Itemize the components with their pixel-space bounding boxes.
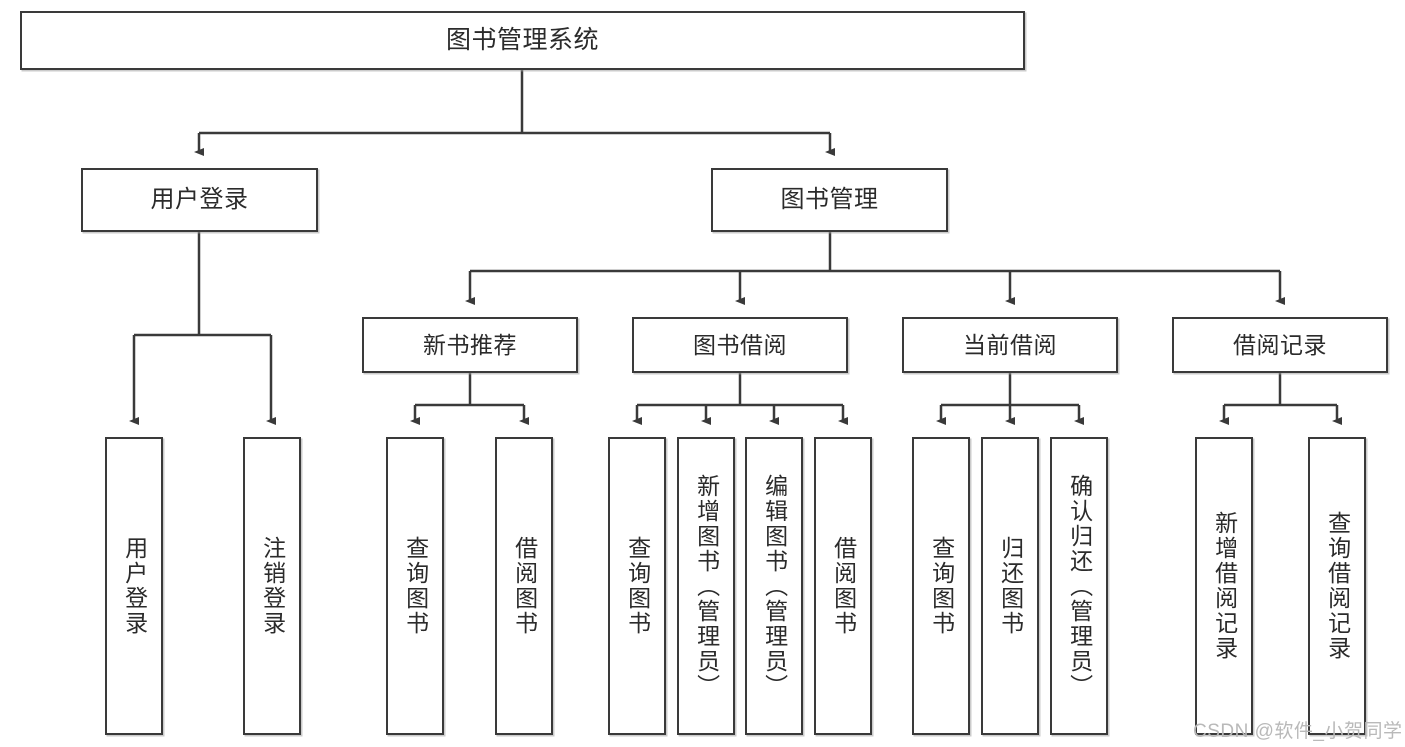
node-borrow-record[interactable]: 借阅记录 bbox=[1172, 317, 1388, 373]
leaf-confirm-return-admin[interactable]: 确认归还（管理员） bbox=[1050, 437, 1108, 735]
node-book-borrow[interactable]: 图书借阅 bbox=[632, 317, 848, 373]
node-label: 确认归还（管理员） bbox=[1066, 473, 1093, 699]
node-label: 图书管理系统 bbox=[445, 26, 599, 55]
leaf-user-login[interactable]: 用户登录 bbox=[105, 437, 163, 735]
leaf-user-logout[interactable]: 注销登录 bbox=[243, 437, 301, 735]
csdn-watermark: CSDN @软件_小贺同学 bbox=[1193, 721, 1403, 742]
leaf-add-book-admin[interactable]: 新增图书（管理员） bbox=[677, 437, 735, 735]
node-new-book-recommend[interactable]: 新书推荐 bbox=[362, 317, 578, 373]
leaf-query-borrow-record[interactable]: 查询借阅记录 bbox=[1308, 437, 1366, 735]
leaf-query-book-recommend[interactable]: 查询图书 bbox=[386, 437, 444, 735]
node-label: 借阅记录 bbox=[1233, 331, 1327, 358]
node-label: 查询借阅记录 bbox=[1324, 511, 1351, 661]
node-label: 借阅图书 bbox=[830, 536, 857, 636]
node-label: 新书推荐 bbox=[423, 331, 517, 358]
node-book-management[interactable]: 图书管理 bbox=[711, 168, 948, 232]
leaf-query-book-borrow[interactable]: 查询图书 bbox=[608, 437, 666, 735]
leaf-add-borrow-record[interactable]: 新增借阅记录 bbox=[1195, 437, 1253, 735]
node-label: 编辑图书（管理员） bbox=[761, 473, 788, 699]
node-book-management-system[interactable]: 图书管理系统 bbox=[20, 11, 1025, 70]
node-label: 当前借阅 bbox=[963, 331, 1057, 358]
leaf-borrow-book-recommend[interactable]: 借阅图书 bbox=[495, 437, 553, 735]
node-label: 归还图书 bbox=[997, 536, 1024, 636]
node-label: 用户登录 bbox=[150, 186, 249, 214]
node-label: 图书管理 bbox=[780, 186, 879, 214]
node-user-login[interactable]: 用户登录 bbox=[81, 168, 318, 232]
node-label: 用户登录 bbox=[121, 536, 148, 636]
node-label: 查询图书 bbox=[624, 536, 651, 636]
node-label: 图书借阅 bbox=[693, 331, 787, 358]
node-label: 借阅图书 bbox=[511, 536, 538, 636]
node-label: 查询图书 bbox=[928, 536, 955, 636]
node-label: 新增图书（管理员） bbox=[693, 473, 720, 699]
node-label: 注销登录 bbox=[259, 536, 286, 636]
node-current-borrow[interactable]: 当前借阅 bbox=[902, 317, 1118, 373]
leaf-query-book-current[interactable]: 查询图书 bbox=[912, 437, 970, 735]
node-label: 新增借阅记录 bbox=[1211, 511, 1238, 661]
leaf-edit-book-admin[interactable]: 编辑图书（管理员） bbox=[745, 437, 803, 735]
node-label: 查询图书 bbox=[402, 536, 429, 636]
leaf-borrow-book[interactable]: 借阅图书 bbox=[814, 437, 872, 735]
leaf-return-book[interactable]: 归还图书 bbox=[981, 437, 1039, 735]
